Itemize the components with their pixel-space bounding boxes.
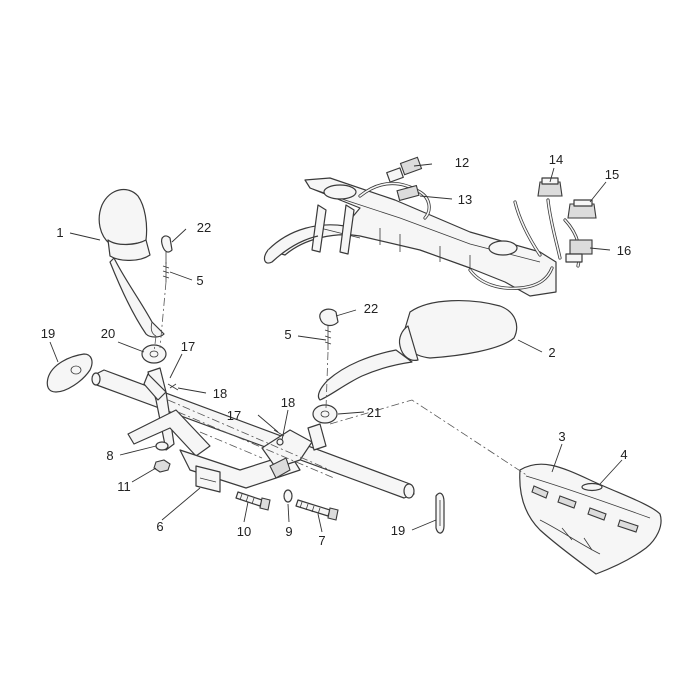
callout-16: 16 [617,243,631,258]
part-13-connector [396,184,420,202]
callout-22-left: 22 [197,220,211,235]
callout-20: 20 [101,326,115,341]
part-19-left-plate [46,353,93,393]
part-22-right-cover [319,308,339,327]
callout-18-right: 18 [281,395,295,410]
callout-13: 13 [458,192,472,207]
callout-17-right: 17 [227,408,241,423]
callout-21: 21 [367,405,381,420]
part-11-nut [153,459,171,473]
part-15-relay [567,199,597,219]
callout-1: 1 [56,225,63,240]
part-20-washer [141,344,167,364]
callout-4: 4 [620,447,627,462]
part-4-clip [581,482,603,492]
alignment-lines [153,281,529,479]
callout-3: 3 [558,429,565,444]
callout-18-left: 18 [213,386,227,401]
part-1-left-mirror [98,188,165,338]
part-5-left-screw [162,262,170,282]
part-16-connector [565,239,593,263]
callout-5-right: 5 [284,327,291,342]
callout-5-left: 5 [196,273,203,288]
part-9-o-ring [283,489,293,503]
part-7-bolt [295,499,339,521]
callout-22-right: 22 [364,301,378,316]
part-19-right-plate [435,492,445,534]
callout-7: 7 [318,533,325,548]
callout-labels: 1 2 3 4 5 5 6 7 8 9 10 11 12 13 14 15 16… [41,152,631,548]
handlebar-assembly [91,367,415,499]
callout-10: 10 [237,524,251,539]
callout-19-left: 19 [41,326,55,341]
part-5-right-screw [324,326,332,350]
callout-8: 8 [106,448,113,463]
callout-2: 2 [548,345,555,360]
callout-6: 6 [156,519,163,534]
callout-17-left: 17 [181,339,195,354]
callout-11: 11 [117,479,131,494]
callout-9: 9 [285,524,292,539]
part-3-handlebar-cover [519,463,662,575]
leader-lines [49,163,623,533]
part-2-right-mirror [317,300,518,401]
part-12-connector [386,156,423,183]
part-22-left-cover [161,235,173,264]
headlight-frame-assembly [263,177,582,297]
callout-15: 15 [605,167,619,182]
callout-19-right: 19 [391,523,405,538]
part-10-bolt [235,491,271,511]
part-8-washer [155,441,169,451]
callout-14: 14 [549,152,563,167]
callout-12: 12 [455,155,469,170]
part-21-washer [312,404,338,424]
